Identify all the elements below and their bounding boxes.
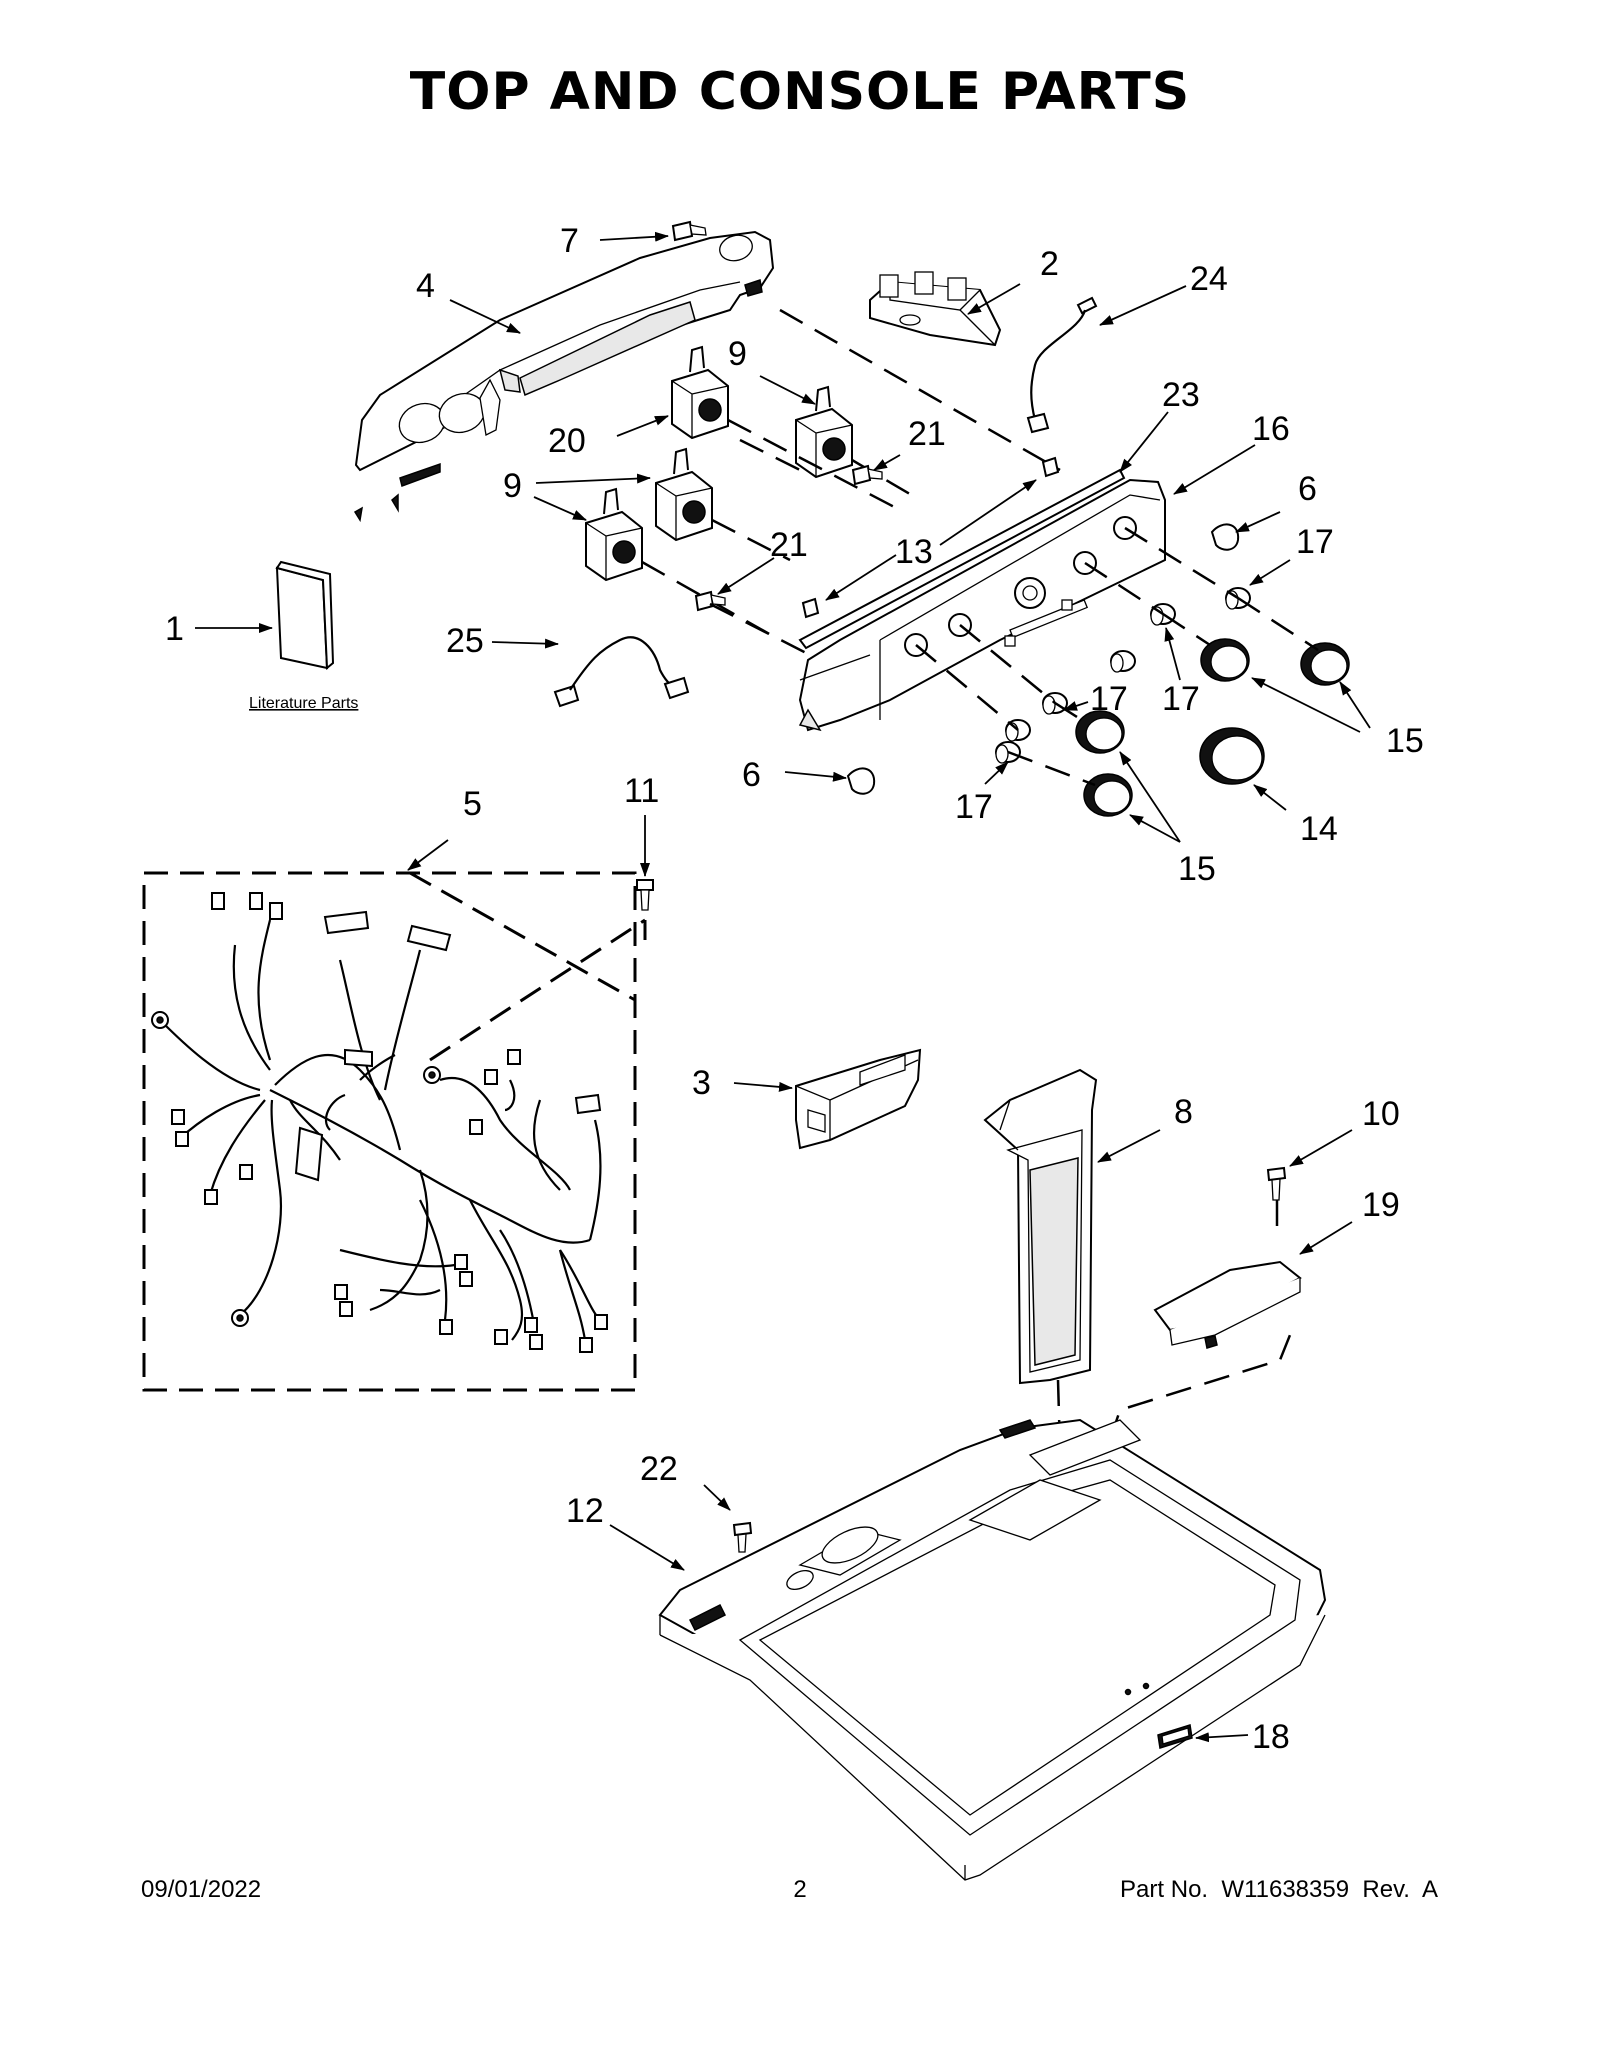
- clip-13: [801, 456, 1060, 619]
- callout-3: 3: [692, 1064, 711, 1102]
- control-board-2: [869, 271, 1002, 347]
- harness-24: [1026, 296, 1098, 434]
- literature-parts: [275, 560, 335, 671]
- callout-15-right: 15: [1386, 722, 1424, 760]
- page-title: TOP AND CONSOLE PARTS: [409, 62, 1191, 122]
- footer-page-number: 2: [793, 1876, 807, 1903]
- callout-9-lower: 9: [503, 467, 522, 505]
- knob-14: [1199, 727, 1265, 785]
- callout-18: 18: [1252, 1718, 1290, 1756]
- screw-11: [636, 879, 654, 911]
- screw-10: [1266, 1166, 1287, 1201]
- callout-6-lower: 6: [742, 756, 761, 794]
- callout-14: 14: [1300, 810, 1338, 848]
- callout-23: 23: [1162, 376, 1200, 414]
- clip-6-lower: [846, 767, 876, 795]
- callout-21-lower: 21: [770, 526, 808, 564]
- gasket-23: [798, 468, 1126, 650]
- lint-filter-8: [983, 1068, 1098, 1385]
- callout-21-upper: 21: [908, 415, 946, 453]
- knob-15-c: [1075, 710, 1125, 754]
- callout-17-d: 17: [955, 788, 993, 826]
- screw-21-upper: [851, 464, 883, 486]
- footer-part-number: Part No. W11638359 Rev. A: [1120, 1876, 1438, 1903]
- clip-6-upper: [1210, 523, 1240, 551]
- switch-20: [671, 345, 729, 440]
- callout-17-a: 17: [1296, 523, 1334, 561]
- console-back-panel: [353, 230, 775, 523]
- callout-15-bottom: 15: [1178, 850, 1216, 888]
- callout-5: 5: [463, 785, 482, 823]
- callout-17-c: 17: [1090, 680, 1128, 718]
- callout-17-b: 17: [1162, 680, 1200, 718]
- harness-25: [553, 636, 690, 708]
- switch-20b: [655, 447, 713, 542]
- callout-4: 4: [416, 267, 435, 305]
- callout-9-upper: 9: [728, 335, 747, 373]
- callout-12: 12: [566, 1492, 604, 1530]
- nameplate-18: [1157, 1724, 1193, 1749]
- callout-11: 11: [624, 772, 659, 810]
- callout-1: 1: [165, 610, 184, 648]
- callout-24: 24: [1190, 260, 1228, 298]
- knob-15-a: [1200, 638, 1250, 682]
- callout-16: 16: [1252, 410, 1290, 448]
- callout-8: 8: [1174, 1093, 1193, 1131]
- callout-10: 10: [1362, 1095, 1400, 1133]
- callout-7: 7: [560, 222, 579, 260]
- callout-6-upper: 6: [1298, 470, 1317, 508]
- lint-duct-19: [1153, 1260, 1302, 1349]
- screw-7: [671, 220, 707, 242]
- control-module-3: [795, 1048, 922, 1150]
- knob-15-b: [1300, 642, 1350, 686]
- switch-9-lower: [585, 487, 643, 582]
- knob-15-d: [1083, 773, 1133, 817]
- screw-22: [732, 1521, 753, 1553]
- callout-25: 25: [446, 622, 484, 660]
- callout-19: 19: [1362, 1186, 1400, 1224]
- footer-date: 09/01/2022: [141, 1876, 262, 1903]
- callout-2: 2: [1040, 245, 1059, 283]
- wire-harness-5: [142, 871, 647, 1392]
- literature-label: Literature Parts: [249, 695, 358, 712]
- top-panel-12: [658, 1418, 1327, 1881]
- switch-9-upper: [795, 385, 853, 479]
- knob-bezel-17-c: [1110, 650, 1136, 673]
- callout-22: 22: [640, 1450, 678, 1488]
- callout-13: 13: [895, 533, 933, 571]
- callout-20: 20: [548, 422, 586, 460]
